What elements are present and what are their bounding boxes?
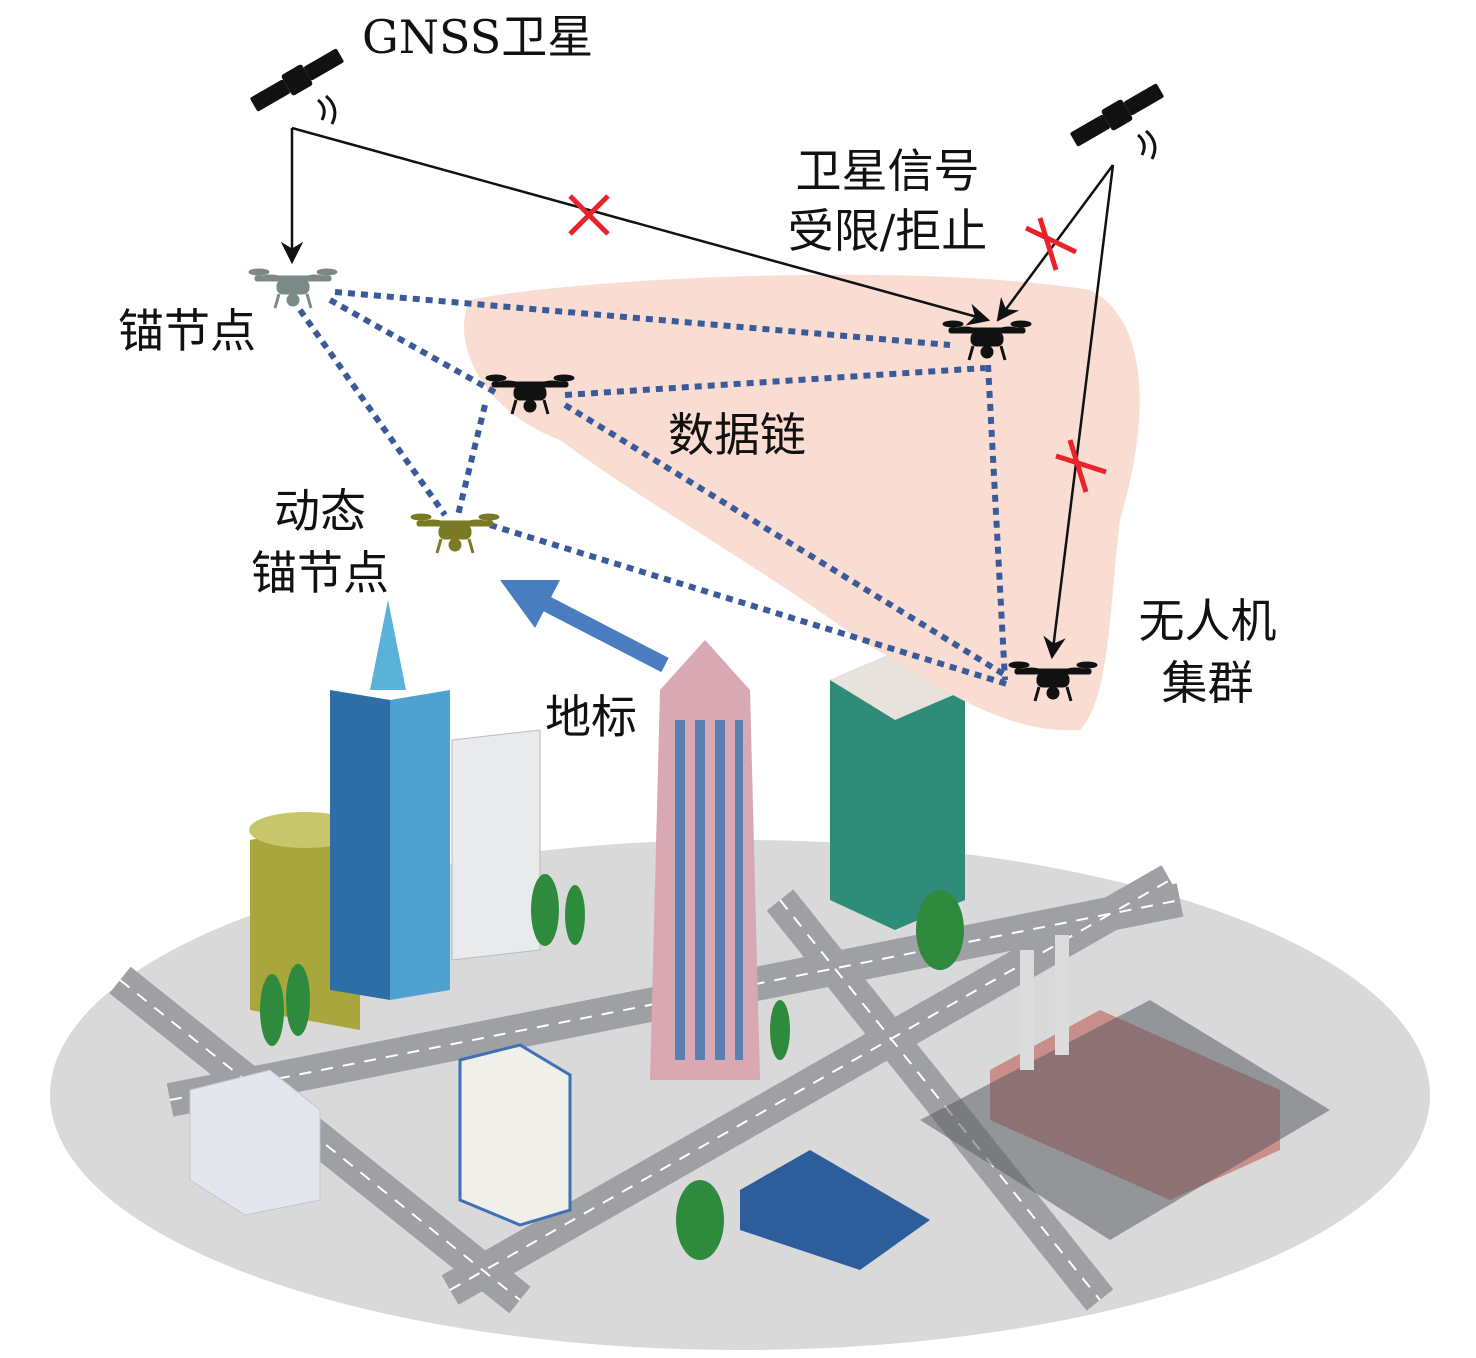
landmark-label: 地标 <box>545 690 637 744</box>
anchor-node-label: 锚节点 <box>118 304 256 358</box>
blocked-x-icon <box>1024 217 1078 271</box>
dynamic-anchor-label-line1: 动态 <box>274 484 366 538</box>
signal-label-line1: 卫星信号 <box>795 144 980 198</box>
city-buildings <box>189 600 1330 1270</box>
data-links <box>297 289 1011 688</box>
gnss-satellite-label: GNSS卫星 <box>362 10 594 64</box>
signal-label-line2: 受限/拒止 <box>787 204 988 258</box>
dynamic-anchor-drone-icon <box>409 512 501 555</box>
swarm-label-line2: 集群 <box>1161 656 1254 710</box>
blocked-x-icon <box>568 194 610 236</box>
landmark-arrow <box>500 580 669 673</box>
datalink-label: 数据链 <box>668 408 806 462</box>
swarm-label-line1: 无人机 <box>1138 594 1277 648</box>
blocked-marks <box>568 194 1107 493</box>
satellite-signals <box>280 126 1115 660</box>
swarm-region <box>464 274 1140 731</box>
blocked-x-icon <box>1055 439 1107 493</box>
dynamic-anchor-label-line2: 锚节点 <box>251 546 389 600</box>
anchor-drone-icon <box>247 267 339 310</box>
